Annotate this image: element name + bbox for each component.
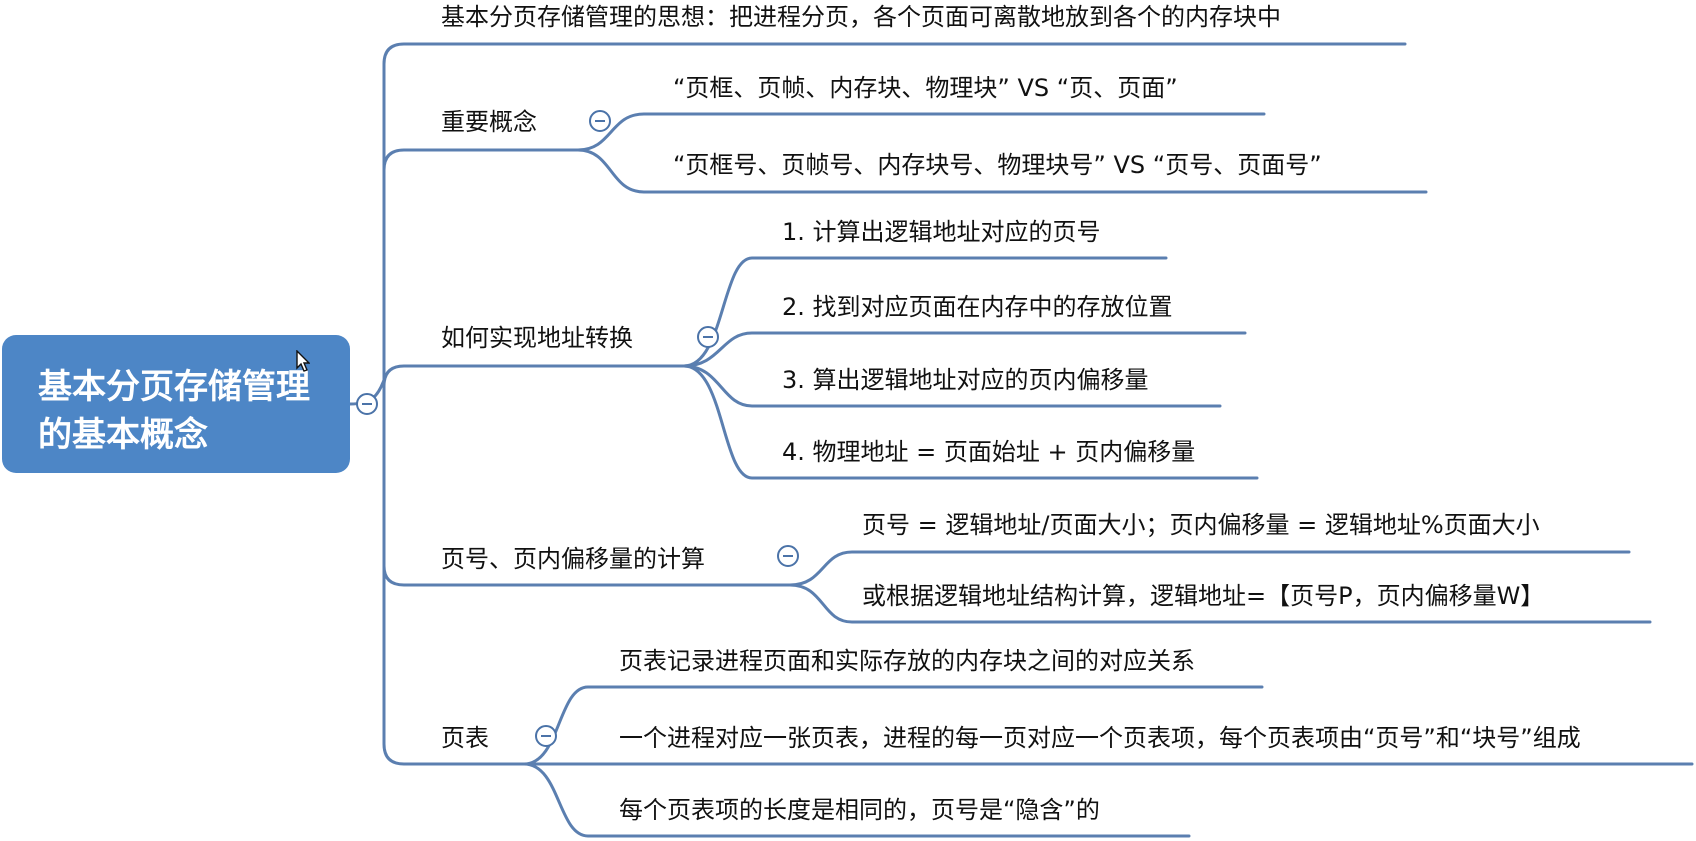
page-table-item-2[interactable]: 一个进程对应一张页表，进程的每一页对应一个页表项，每个页表项由“页号”和“块号”… bbox=[619, 724, 1581, 752]
branch-page-table[interactable]: 页表 bbox=[441, 724, 489, 752]
branch-offset-calculation[interactable]: 页号、页内偏移量的计算 bbox=[441, 545, 705, 573]
concept-item-1[interactable]: “页框、页帧、内存块、物理块” VS “页、页面” bbox=[673, 74, 1178, 102]
branch-important-concepts[interactable]: 重要概念 bbox=[441, 108, 537, 136]
concepts-collapse-toggle[interactable] bbox=[589, 110, 611, 132]
mouse-cursor-icon bbox=[296, 350, 310, 372]
page-table-item-3[interactable]: 每个页表项的长度是相同的，页号是“隐含”的 bbox=[619, 796, 1100, 824]
root-topic-line-1: 基本分页存储管理 bbox=[38, 367, 310, 407]
calculation-item-2[interactable]: 或根据逻辑地址结构计算，逻辑地址=【页号P，页内偏移量W】 bbox=[862, 582, 1545, 610]
concept-item-2[interactable]: “页框号、页帧号、内存块号、物理块号” VS “页号、页面号” bbox=[673, 151, 1322, 179]
translation-step-4[interactable]: 4. 物理地址 = 页面始址 + 页内偏移量 bbox=[782, 438, 1196, 466]
calculation-collapse-toggle[interactable] bbox=[777, 545, 799, 567]
translation-step-2[interactable]: 2. 找到对应页面在内存中的存放位置 bbox=[782, 293, 1173, 321]
root-topic[interactable]: 基本分页存储管理 的基本概念 bbox=[2, 335, 350, 473]
page-table-collapse-toggle[interactable] bbox=[535, 725, 557, 747]
root-topic-line-2: 的基本概念 bbox=[38, 415, 208, 455]
translation-collapse-toggle[interactable] bbox=[697, 326, 719, 348]
branch-address-translation[interactable]: 如何实现地址转换 bbox=[441, 324, 633, 352]
page-table-item-1[interactable]: 页表记录进程页面和实际存放的内存块之间的对应关系 bbox=[619, 647, 1195, 675]
root-collapse-toggle[interactable] bbox=[356, 393, 378, 415]
branch-paging-thought[interactable]: 基本分页存储管理的思想：把进程分页，各个页面可离散地放到各个的内存块中 bbox=[441, 3, 1281, 31]
translation-step-3[interactable]: 3. 算出逻辑地址对应的页内偏移量 bbox=[782, 366, 1149, 394]
calculation-item-1[interactable]: 页号 = 逻辑地址/页面大小；页内偏移量 = 逻辑地址%页面大小 bbox=[862, 511, 1540, 539]
translation-step-1[interactable]: 1. 计算出逻辑地址对应的页号 bbox=[782, 218, 1101, 246]
